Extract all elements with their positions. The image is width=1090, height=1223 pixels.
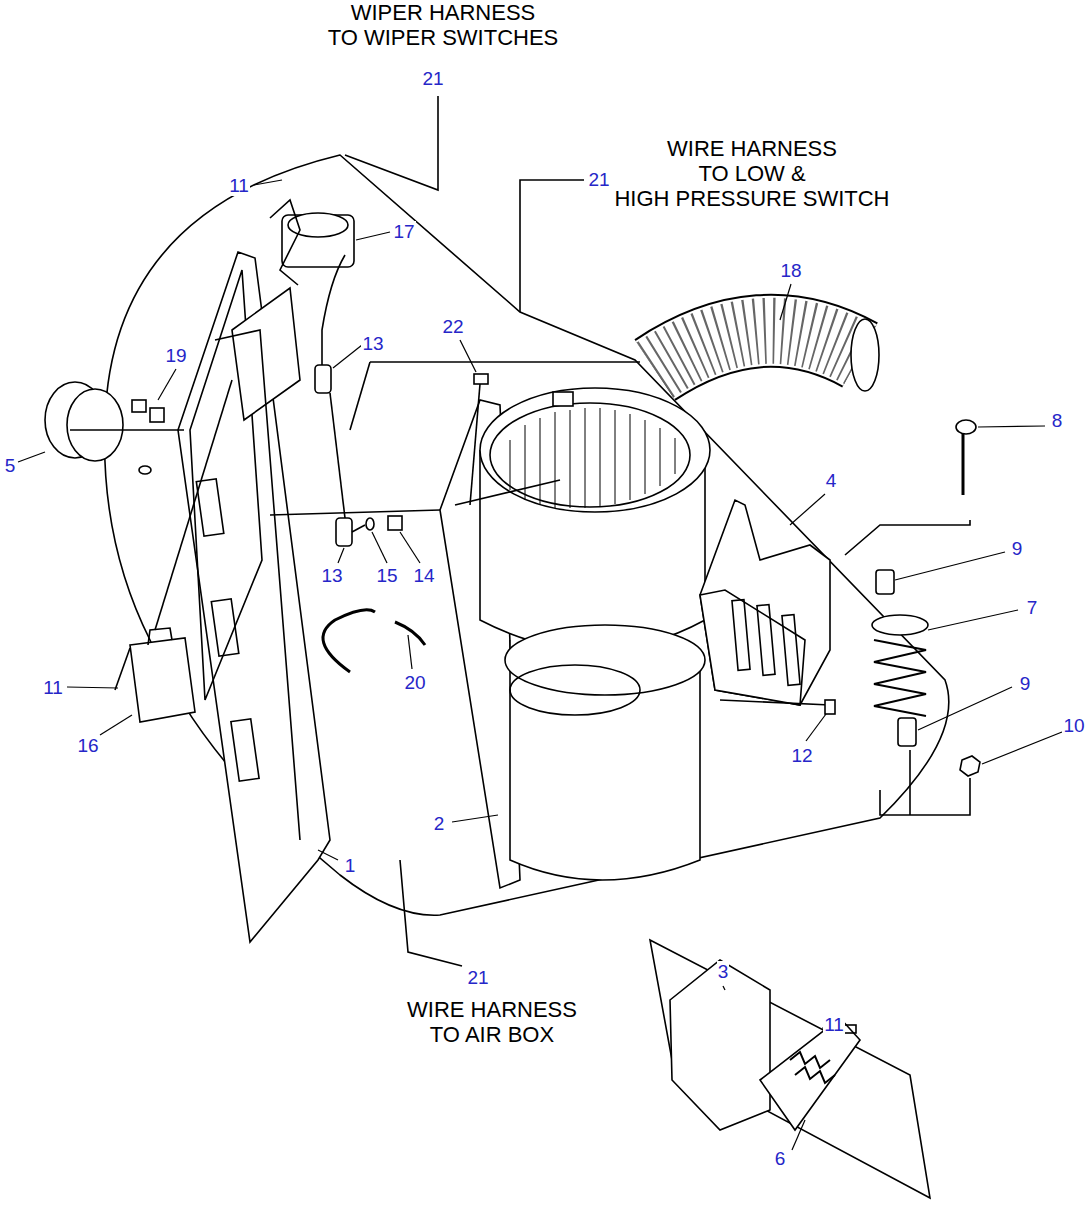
callout-number: 21 [587,169,610,190]
callout-number: 11 [228,175,250,196]
note-line: TO AIR BOX [407,1022,577,1047]
note-line: TO WIPER SWITCHES [328,25,559,50]
callout-number: 22 [441,316,464,337]
callout-number: 1 [344,855,357,876]
callout-number: 12 [790,745,813,766]
callout-number: 20 [403,672,426,693]
callout-number: 16 [76,735,99,756]
note-line: WIRE HARNESS [407,997,577,1022]
callout-number: 21 [421,68,444,89]
callout-number: 4 [825,470,838,491]
callout-number: 8 [1051,410,1064,431]
callout-number: 15 [375,565,398,586]
callout-number: 5 [4,455,17,476]
harness-note: WIRE HARNESS TO AIR BOX [407,997,577,1047]
callout-number: 10 [1062,715,1085,736]
harness-note: WIPER HARNESS TO WIPER SWITCHES [328,0,559,50]
callout-number: 2 [433,813,446,834]
callout-number: 19 [164,345,187,366]
callout-number: 7 [1026,597,1039,618]
harness-note: WIRE HARNESS TO LOW & HIGH PRESSURE SWIT… [614,136,889,211]
callout-number: 13 [320,565,343,586]
note-line: HIGH PRESSURE SWITCH [614,186,889,211]
note-line: WIRE HARNESS [614,136,889,161]
note-line: TO LOW & [614,161,889,186]
callout-number: 13 [361,333,384,354]
callout-number: 21 [466,967,489,988]
callout-number: 6 [774,1148,787,1169]
callout-number: 17 [392,221,415,242]
callout-number: 14 [412,565,435,586]
note-line: WIPER HARNESS [328,0,559,25]
callout-number: 9 [1019,673,1032,694]
callout-number: 11 [823,1014,845,1035]
callout-number: 9 [1011,538,1024,559]
callout-number: 11 [42,677,64,698]
callout-number: 18 [779,260,802,281]
callout-number: 3 [717,961,730,982]
